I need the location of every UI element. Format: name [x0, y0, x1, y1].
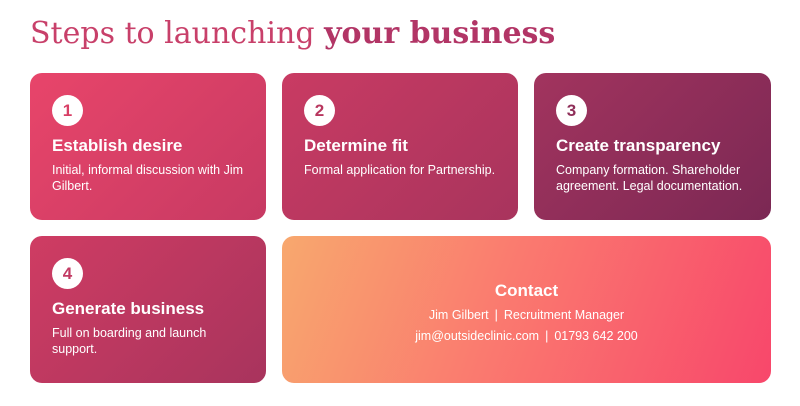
- contact-role: Recruitment Manager: [503, 308, 625, 322]
- contact-email-link[interactable]: jim@outsideclinic.com: [415, 329, 540, 343]
- step-description: Initial, informal discussion with Jim Gi…: [52, 163, 244, 193]
- step-number-badge: 3: [556, 95, 587, 126]
- step-description: Formal application for Partnership.: [304, 163, 496, 177]
- step-card-determine-fit: 2 Determine fit Formal application for P…: [282, 73, 518, 220]
- step-title: Generate business: [52, 299, 205, 318]
- separator: |: [545, 329, 549, 343]
- page-title: Steps to launching your business: [30, 8, 555, 60]
- page-title-emphasis: your business: [324, 16, 556, 51]
- step-title: Create transparency: [556, 136, 721, 155]
- contact-phone[interactable]: 01793 642 200: [554, 329, 638, 343]
- contact-details-line: jim@outsideclinic.com | 01793 642 200: [282, 328, 771, 344]
- step-card-generate-business: 4 Generate business Full on boarding and…: [30, 236, 266, 383]
- contact-person-line: Jim Gilbert | Recruitment Manager: [282, 307, 771, 323]
- step-card-establish-desire: 1 Establish desire Initial, informal dis…: [30, 73, 266, 220]
- contact-name: Jim Gilbert: [428, 308, 489, 322]
- contact-card: Contact Jim Gilbert|Recruitment Manager …: [282, 236, 771, 383]
- step-number-badge: 2: [304, 95, 335, 126]
- step-title: Establish desire: [52, 136, 183, 155]
- step-number-badge: 4: [52, 258, 83, 289]
- step-description: Full on boarding and launch support.: [52, 326, 207, 356]
- step-card-create-transparency: 3 Create transparency Company formation.…: [534, 73, 771, 220]
- step-title: Determine fit: [304, 136, 408, 155]
- step-number-badge: 1: [52, 95, 83, 126]
- page-title-prefix: Steps to launching: [30, 16, 325, 51]
- contact-title: Contact: [494, 281, 559, 300]
- separator: |: [494, 308, 498, 322]
- step-description: Company formation. Shareholder agreement…: [556, 163, 743, 193]
